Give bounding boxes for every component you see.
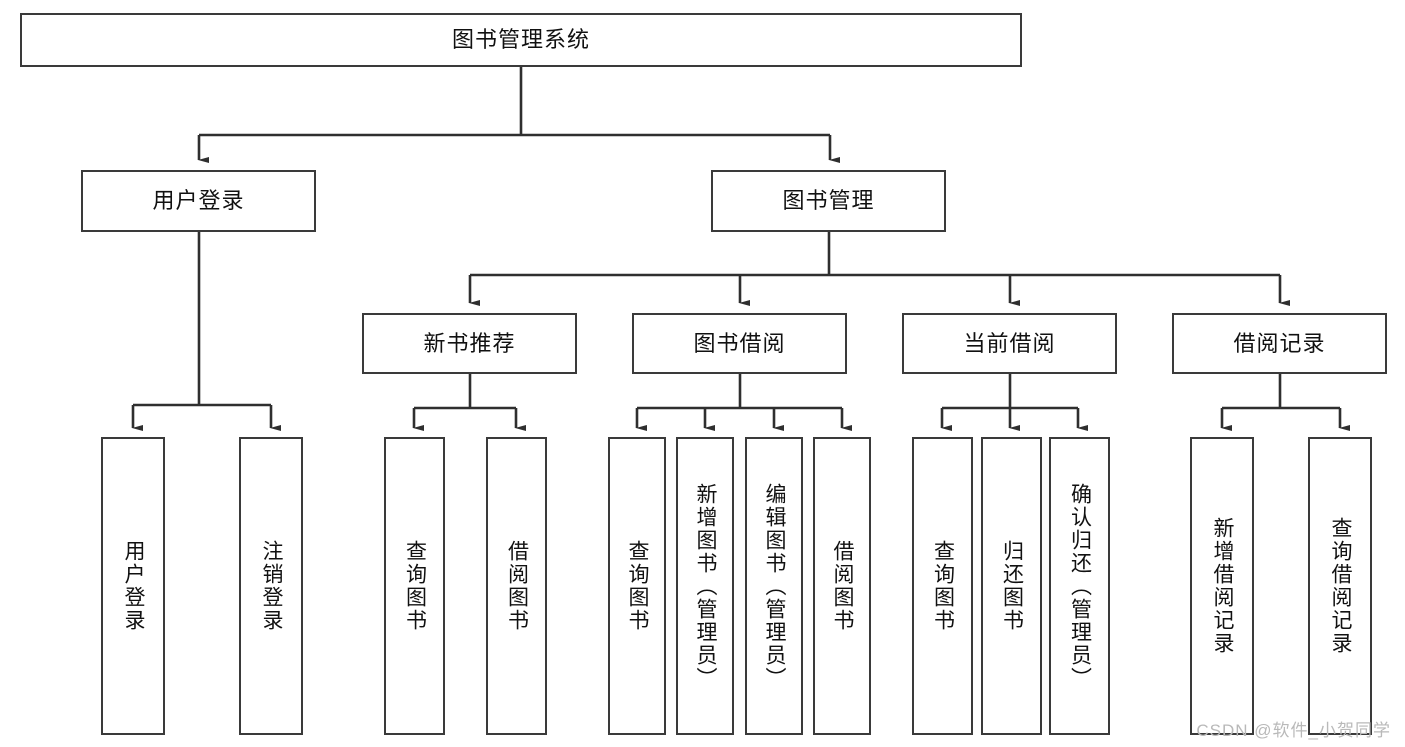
leaf-return-book-label: 归还图书 xyxy=(1000,540,1024,632)
node-current-borrow[interactable]: 当前借阅 xyxy=(902,313,1117,374)
node-borrow-record[interactable]: 借阅记录 xyxy=(1172,313,1387,374)
leaf-query-record[interactable]: 查询借阅记录 xyxy=(1308,437,1372,735)
node-user-login[interactable]: 用户登录 xyxy=(81,170,316,232)
leaf-add-record[interactable]: 新增借阅记录 xyxy=(1190,437,1254,735)
node-book-borrow-label: 图书借阅 xyxy=(693,330,786,356)
leaf-query-book-3[interactable]: 查询图书 xyxy=(912,437,973,735)
leaf-logout[interactable]: 注销登录 xyxy=(239,437,303,735)
leaf-query-record-label: 查询借阅记录 xyxy=(1329,517,1353,655)
leaf-query-book-2-label: 查询图书 xyxy=(626,540,650,632)
leaf-borrow-book-2[interactable]: 借阅图书 xyxy=(813,437,871,735)
node-borrow-record-label: 借阅记录 xyxy=(1233,330,1326,356)
leaf-edit-book-label: 编辑图书（管理员） xyxy=(763,482,787,690)
leaf-user-login[interactable]: 用户登录 xyxy=(101,437,165,735)
node-root-label: 图书管理系统 xyxy=(451,27,590,53)
node-book-manage[interactable]: 图书管理 xyxy=(711,170,946,232)
leaf-return-book[interactable]: 归还图书 xyxy=(981,437,1042,735)
leaf-user-login-label: 用户登录 xyxy=(122,540,146,632)
watermark: CSDN @软件_小贺同学 xyxy=(1196,721,1391,740)
leaf-confirm-return[interactable]: 确认归还（管理员） xyxy=(1049,437,1110,735)
leaf-edit-book[interactable]: 编辑图书（管理员） xyxy=(745,437,803,735)
leaf-query-book-3-label: 查询图书 xyxy=(931,540,955,632)
leaf-add-book-label: 新增图书（管理员） xyxy=(694,482,718,690)
leaf-confirm-return-label: 确认归还（管理员） xyxy=(1068,482,1092,690)
leaf-query-book-1[interactable]: 查询图书 xyxy=(384,437,445,735)
leaf-borrow-book-1-label: 借阅图书 xyxy=(505,540,529,632)
leaf-borrow-book-2-label: 借阅图书 xyxy=(831,540,855,632)
leaf-logout-label: 注销登录 xyxy=(260,540,284,632)
node-book-borrow[interactable]: 图书借阅 xyxy=(632,313,847,374)
leaf-add-record-label: 新增借阅记录 xyxy=(1211,517,1235,655)
leaf-borrow-book-1[interactable]: 借阅图书 xyxy=(486,437,547,735)
node-root[interactable]: 图书管理系统 xyxy=(20,13,1022,67)
node-new-book-rec-label: 新书推荐 xyxy=(423,330,516,356)
leaf-add-book[interactable]: 新增图书（管理员） xyxy=(676,437,734,735)
node-new-book-rec[interactable]: 新书推荐 xyxy=(362,313,577,374)
node-book-manage-label: 图书管理 xyxy=(782,188,875,214)
node-user-login-label: 用户登录 xyxy=(152,188,245,214)
leaf-query-book-2[interactable]: 查询图书 xyxy=(608,437,666,735)
node-current-borrow-label: 当前借阅 xyxy=(963,330,1056,356)
leaf-query-book-1-label: 查询图书 xyxy=(403,540,427,632)
